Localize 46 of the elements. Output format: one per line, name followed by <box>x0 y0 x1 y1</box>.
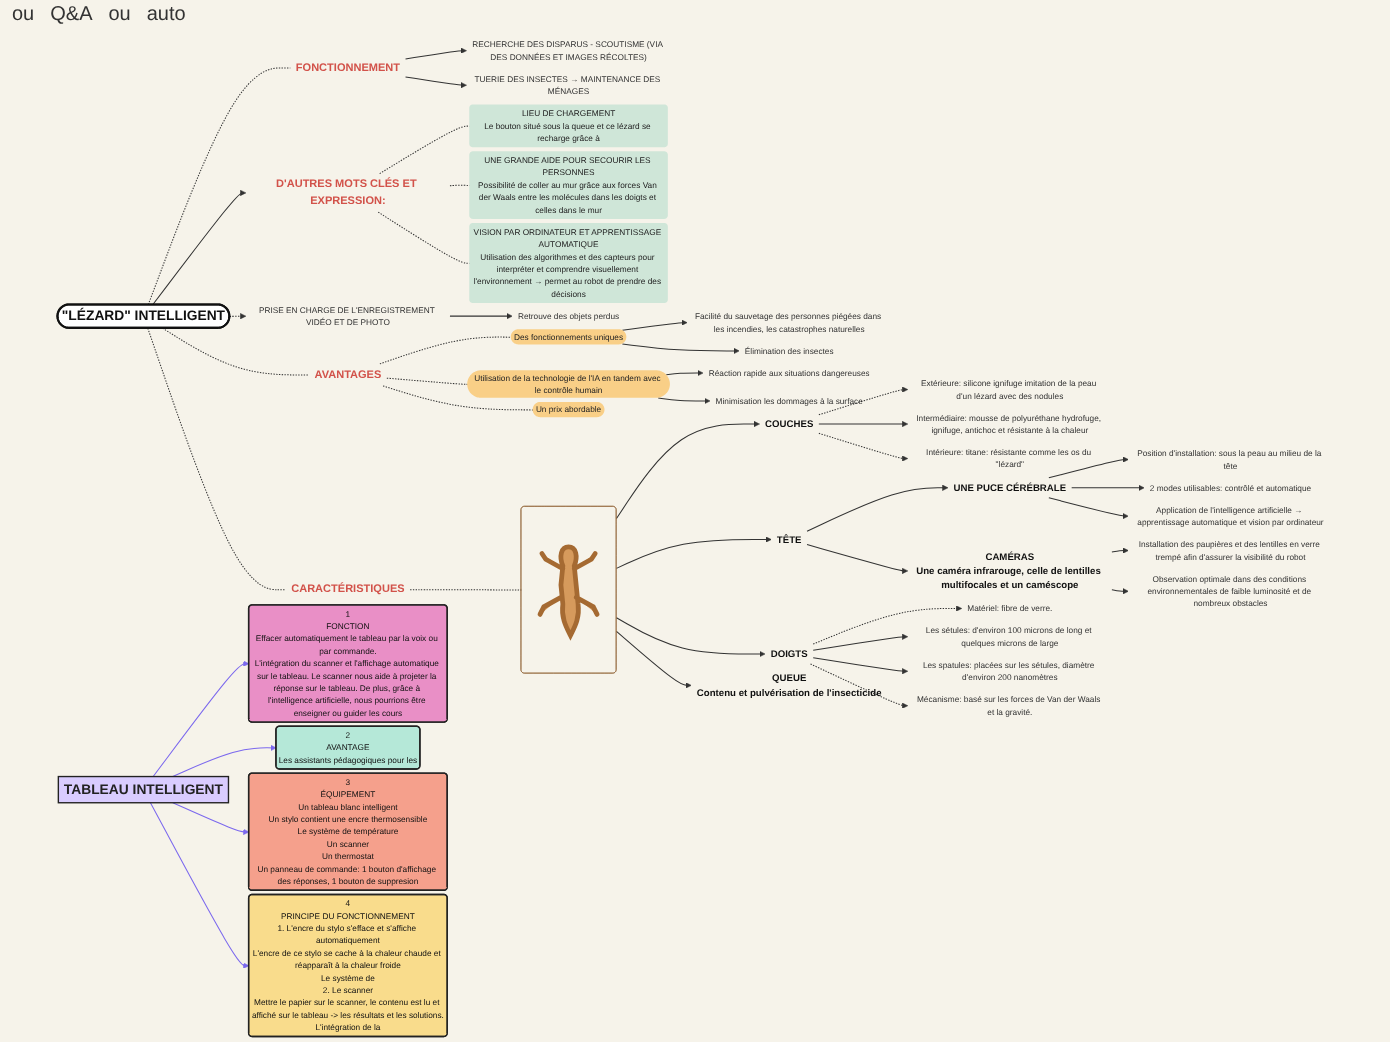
note-text: Q&A <box>50 4 93 26</box>
connector <box>379 336 512 365</box>
connector <box>162 327 310 376</box>
arrow <box>615 421 760 520</box>
arrow <box>812 633 909 651</box>
note-text: ou <box>12 4 35 26</box>
connector <box>386 377 469 385</box>
arrow <box>818 432 909 462</box>
arrow <box>1048 456 1129 479</box>
arrow <box>812 657 909 675</box>
arrow <box>806 544 909 574</box>
arrow <box>405 47 467 60</box>
arrow <box>621 319 688 331</box>
arrow <box>405 76 467 89</box>
arrow <box>1111 547 1129 554</box>
arrow <box>615 617 766 657</box>
arrow <box>615 630 692 689</box>
arrow <box>818 421 909 428</box>
connector <box>377 211 471 264</box>
arrow <box>657 397 711 404</box>
connector <box>147 327 287 591</box>
arrow <box>818 386 909 416</box>
connector <box>449 184 471 187</box>
arrow <box>229 313 247 320</box>
arrow <box>172 744 277 778</box>
arrow <box>172 802 250 835</box>
note-text: ou <box>108 4 131 26</box>
arrow <box>1048 497 1129 520</box>
arrow <box>152 660 250 778</box>
arrow <box>806 484 949 532</box>
arrow <box>152 189 247 306</box>
connector <box>379 125 471 175</box>
connector <box>382 385 534 411</box>
arrow <box>665 370 704 377</box>
arrow <box>1071 484 1145 491</box>
arrow <box>149 802 250 969</box>
connector <box>147 67 291 306</box>
node-picture <box>520 505 617 674</box>
note-text: auto <box>146 4 186 26</box>
arrow <box>615 536 772 569</box>
connector <box>409 589 522 591</box>
arrow <box>812 605 963 645</box>
arrow <box>621 343 740 354</box>
arrow <box>449 313 513 320</box>
arrow <box>810 663 909 709</box>
arrow <box>1111 588 1129 595</box>
